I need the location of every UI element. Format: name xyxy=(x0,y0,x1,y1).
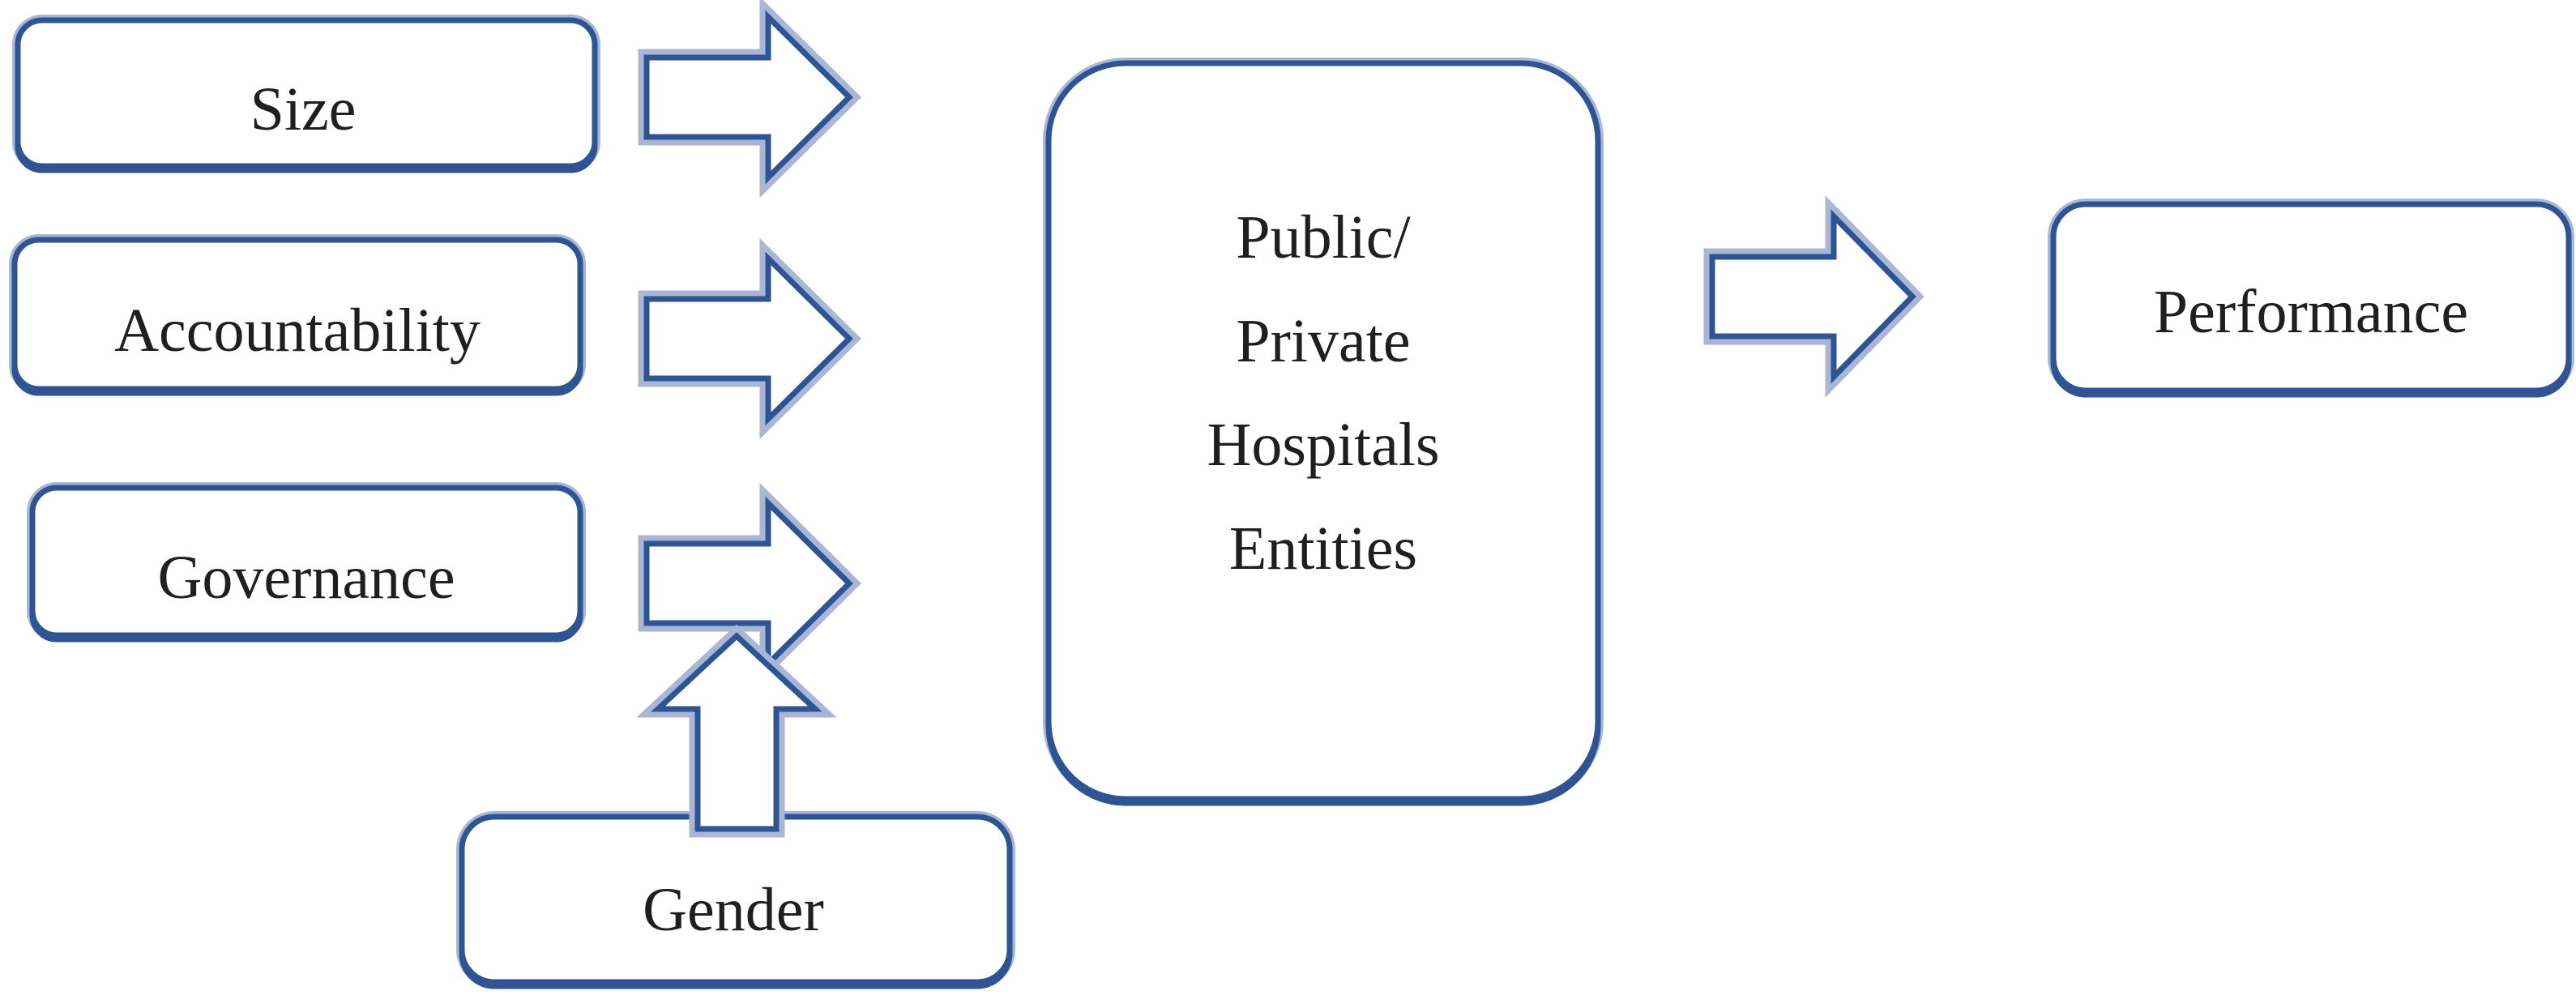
performance-node: Performance xyxy=(2048,199,2574,398)
size-node-box xyxy=(15,17,598,169)
hospitals-node-line-3: Hospitals xyxy=(1207,411,1439,479)
hospitals-node-line-2: Private xyxy=(1236,307,1410,375)
gender-up-arrow-shape xyxy=(651,632,822,832)
hospitals-node: Public/ Private Hospitals Entities xyxy=(1043,58,1604,806)
governance-right-arrow-icon xyxy=(638,482,861,685)
accountability-node: Accountability xyxy=(9,234,586,396)
governance-right-arrow-shape xyxy=(643,496,853,671)
governance-node-label: Governance xyxy=(157,544,455,612)
size-node-label: Size xyxy=(250,75,357,143)
governance-node-box xyxy=(29,485,583,639)
performance-node-box xyxy=(2050,201,2572,394)
hospitals-node-box xyxy=(1045,60,1601,802)
gender-node: Gender xyxy=(456,811,1015,989)
performance-right-arrow-icon xyxy=(1703,195,1925,398)
hospitals-node-line-1: Public/ xyxy=(1236,203,1411,271)
accountability-right-arrow-icon xyxy=(638,237,861,440)
gender-up-arrow-icon xyxy=(636,624,837,838)
governance-node: Governance xyxy=(27,482,586,643)
size-right-arrow-shape xyxy=(643,10,853,185)
size-right-arrow-icon xyxy=(638,0,861,199)
size-node: Size xyxy=(12,15,600,173)
accountability-node-label: Accountability xyxy=(114,297,481,365)
accountability-right-arrow-shape xyxy=(643,251,853,426)
hospitals-node-line-4: Entities xyxy=(1229,515,1417,583)
gender-node-label: Gender xyxy=(643,876,824,944)
performance-node-label: Performance xyxy=(2154,278,2468,346)
accountability-node-box xyxy=(11,237,583,392)
performance-right-arrow-shape xyxy=(1709,209,1916,384)
